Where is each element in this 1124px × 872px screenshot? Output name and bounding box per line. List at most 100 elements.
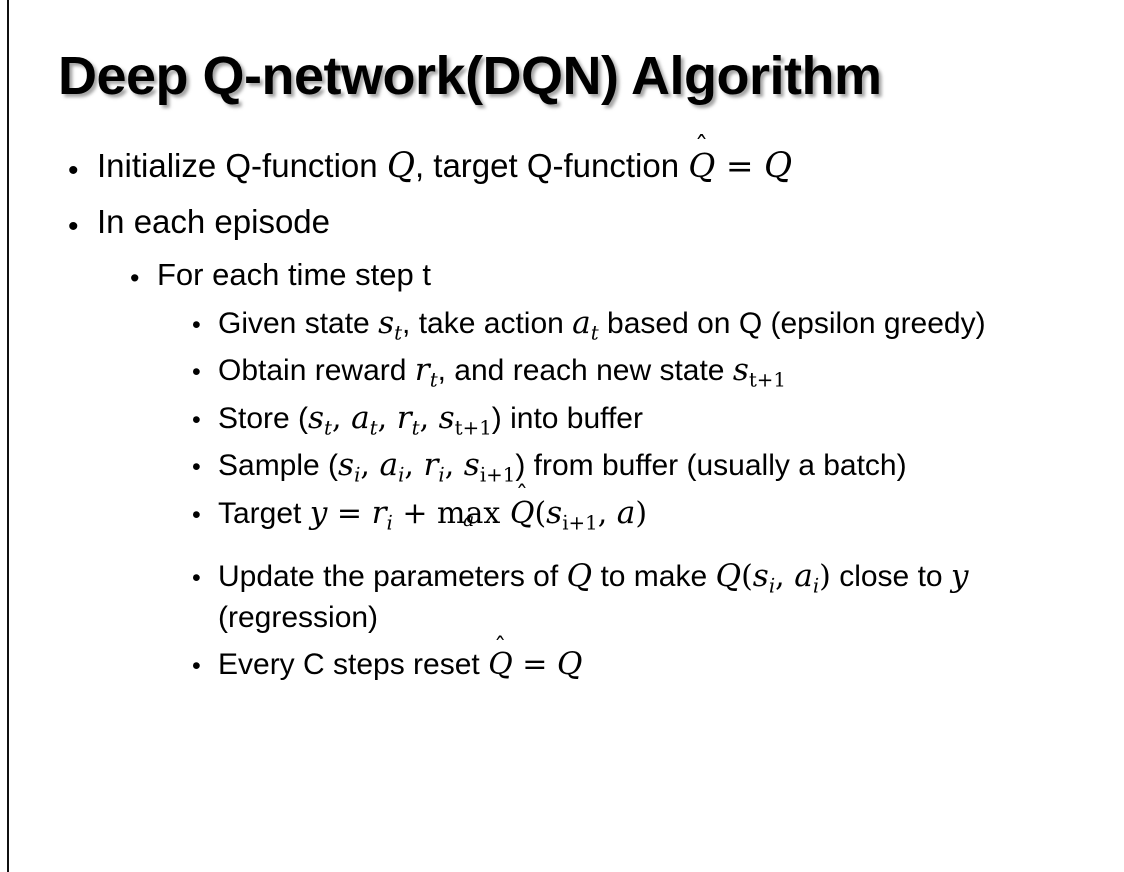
math-r-i: ri	[423, 447, 445, 487]
text-store-prefix: Store (	[218, 401, 309, 435]
math-a-i: ai	[379, 447, 405, 487]
math-max-limit: a	[463, 509, 475, 531]
text-given-suffix: based on Q (epsilon greedy)	[598, 306, 986, 340]
text-comma: ,	[332, 400, 352, 436]
math-a: a	[616, 494, 636, 531]
text-lparen: (	[534, 495, 547, 531]
math-a-t: at	[351, 399, 378, 440]
text-equals: =	[327, 495, 372, 531]
math-r-i: ri	[371, 494, 393, 535]
text-sample-suffix: ) from buffer (usually a batch)	[515, 449, 907, 483]
math-s-i-plus-1: si+1	[546, 494, 598, 535]
text-comma: ,	[775, 559, 795, 595]
list-item-sample-buffer: • Sample (si, ai, ri, si+1) from buffer …	[0, 446, 1124, 487]
math-s-t-plus-1: st+1	[732, 352, 786, 392]
text-target-prefix: Target	[218, 496, 310, 530]
text-given-middle: , take action	[402, 306, 573, 340]
hat-accent-icon: ˆ	[493, 631, 507, 661]
list-item-text: Sample (si, ai, ri, si+1) from buffer (u…	[218, 446, 1098, 487]
bullet-glyph: •	[130, 263, 140, 294]
math-y: y	[950, 558, 969, 595]
bullet-glyph: •	[192, 405, 201, 434]
hat-accent-icon: ˆ	[515, 480, 529, 510]
bullet-glyph: •	[192, 453, 201, 482]
math-a-i: ai	[794, 558, 820, 598]
math-s-i: si	[338, 447, 361, 487]
text-equals: =	[715, 146, 764, 185]
text-lparen: (	[741, 559, 753, 595]
hat-accent-icon: ˆ	[694, 131, 709, 163]
bullet-glyph: •	[68, 209, 79, 243]
list-item-text: In each episode	[97, 202, 331, 240]
list-item-text: Given state st, take action at based on …	[218, 304, 1098, 345]
list-item-for-each-time-step: • For each time step t	[0, 256, 1124, 294]
math-max-label: max	[437, 495, 501, 531]
math-q: Q	[566, 558, 593, 595]
text-comma: ,	[377, 400, 397, 436]
math-q-fn: Q	[715, 558, 742, 595]
math-q-hat-base: Q	[509, 495, 535, 531]
math-y: y	[309, 494, 328, 531]
math-s-t: st	[378, 304, 403, 345]
math-s-i: si	[752, 558, 776, 598]
list-item-text: Update the parameters of Q to make Q(si,…	[218, 557, 1098, 637]
text-space	[500, 496, 510, 531]
math-q: Q	[386, 146, 415, 186]
text-update-suffix: close to	[830, 560, 951, 594]
text-update-prefix: Update the parameters of	[218, 560, 567, 594]
text-store-suffix: ) into buffer	[491, 401, 643, 435]
text-comma: ,	[404, 448, 424, 484]
math-s-t-plus-1: st+1	[438, 399, 492, 440]
text-comma: ,	[444, 448, 464, 484]
math-q-rhs: Q	[763, 146, 793, 186]
bullet-glyph: •	[192, 500, 201, 529]
bullet-list: • Initialize Q-function Q, target Q-func…	[0, 134, 1124, 690]
list-item-obtain-reward: • Obtain reward rt, and reach new state …	[0, 351, 1124, 392]
text-every-prefix: Every C steps reset	[218, 647, 489, 681]
text-obtain-prefix: Obtain reward	[218, 354, 415, 388]
bullet-glyph: •	[68, 154, 79, 187]
text-obtain-middle: , and reach new state	[437, 354, 733, 388]
page-title: Deep Q-network(DQN) Algorithm	[58, 46, 882, 106]
math-r-t: rt	[396, 399, 420, 440]
text-initialize-prefix: Initialize Q-function	[97, 147, 387, 184]
math-q-hat-base: Q	[688, 146, 716, 185]
text-comma: ,	[360, 448, 380, 484]
text-rparen: )	[819, 559, 831, 595]
math-s-t: st	[308, 399, 332, 440]
list-item-text: Obtain reward rt, and reach new state st…	[218, 351, 1098, 392]
list-item-update-parameters: • Update the parameters of Q to make Q(s…	[0, 557, 1124, 637]
text-comma: ,	[419, 400, 439, 436]
math-q-rhs: Q	[556, 645, 583, 682]
text-update-middle: to make	[592, 560, 716, 594]
bullet-glyph: •	[192, 358, 201, 387]
math-q-hat-base: Q	[488, 646, 513, 682]
list-item-in-each-episode: • In each episode	[0, 202, 1124, 242]
list-item-store-buffer: • Store (st, at, rt, st+1) into buffer	[0, 399, 1124, 440]
bullet-glyph: •	[192, 310, 201, 339]
list-item-given-state: • Given state st, take action at based o…	[0, 304, 1124, 345]
text-given-prefix: Given state	[218, 306, 379, 340]
text-sample-prefix: Sample (	[218, 449, 339, 483]
text-initialize-middle: , target Q-function	[414, 147, 689, 184]
text-comma: ,	[597, 495, 617, 531]
list-item-text: Initialize Q-function Q, target Q-functi…	[97, 134, 1057, 188]
text-plus: +	[392, 495, 438, 531]
text-rparen: )	[635, 495, 648, 531]
bullet-glyph: •	[192, 651, 201, 680]
list-item-initialize: • Initialize Q-function Q, target Q-func…	[0, 134, 1124, 188]
bullet-glyph: •	[192, 564, 201, 593]
list-item-text: Store (st, at, rt, st+1) into buffer	[218, 399, 1098, 440]
text-equals: =	[512, 646, 557, 682]
math-a-t: at	[572, 304, 599, 345]
math-r-t: rt	[414, 352, 438, 392]
slide-left-edge-line	[7, 0, 9, 872]
